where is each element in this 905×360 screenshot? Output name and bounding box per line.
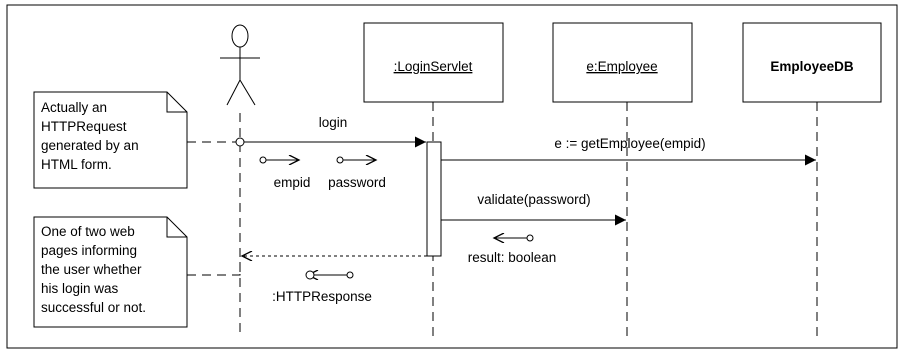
note-response-line-5: successful or not. xyxy=(41,300,146,315)
note-request-line-4: HTML form. xyxy=(41,157,112,172)
note-response-line-4: his login was xyxy=(41,281,119,296)
message-get-employee-label: e := getEmployee(empid) xyxy=(554,136,705,151)
message-http-response-label: :HTTPResponse xyxy=(272,289,372,304)
note-http-request: Actually an HTTPRequest generated by an … xyxy=(33,91,188,189)
note-response-line-3: the user whether xyxy=(41,262,142,277)
return-result: result: boolean xyxy=(468,235,557,265)
param-empid-label: empid xyxy=(274,175,311,190)
message-validate-label: validate(password) xyxy=(477,192,590,207)
param-password-label: password xyxy=(328,175,386,190)
note-response-connector xyxy=(187,262,241,276)
note-request-line-3: generated by an xyxy=(41,138,139,153)
message-login: login xyxy=(235,115,426,148)
activation-bar xyxy=(426,141,442,257)
note-response-line-1: One of two web xyxy=(41,224,135,239)
participant-login-servlet: :LoginServlet xyxy=(363,22,504,103)
message-validate: validate(password) xyxy=(441,192,626,226)
return-result-label: result: boolean xyxy=(468,250,557,265)
participant-employee-db-label: EmployeeDB xyxy=(770,59,854,74)
participant-employee-label: e:Employee xyxy=(586,59,657,74)
note-response-line-2: pages informing xyxy=(41,243,137,258)
message-login-label: login xyxy=(319,115,348,130)
participant-employee: e:Employee xyxy=(552,22,693,103)
param-empid: empid xyxy=(259,157,311,190)
message-get-employee: e := getEmployee(empid) xyxy=(441,136,816,166)
note-http-response: One of two web pages informing the user … xyxy=(33,216,188,328)
diagram-frame xyxy=(6,4,898,349)
participant-login-servlet-label: :LoginServlet xyxy=(394,59,473,74)
note-request-line-2: HTTPRequest xyxy=(41,119,127,134)
param-password: password xyxy=(328,157,386,190)
participant-employee-db: EmployeeDB xyxy=(742,22,882,103)
return-http-response: :HTTPResponse xyxy=(272,271,372,304)
user-actor-icon xyxy=(220,24,260,106)
note-request-line-1: Actually an xyxy=(41,100,107,115)
